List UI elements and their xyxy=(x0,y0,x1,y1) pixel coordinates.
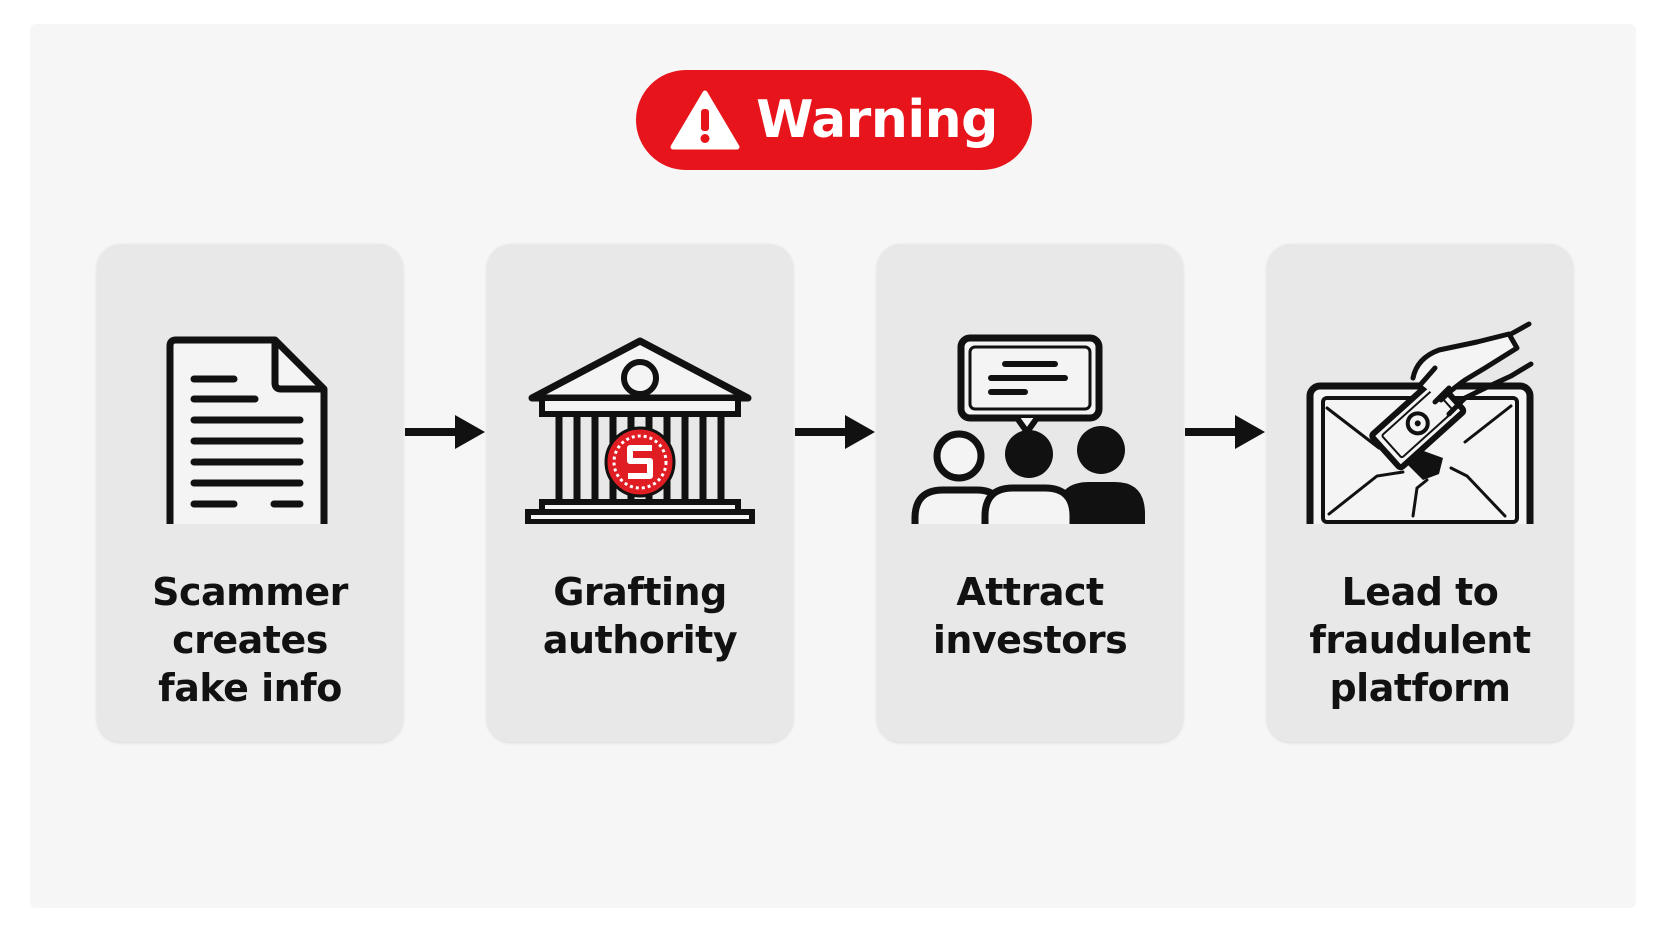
step-label-3: Attract investors xyxy=(932,570,1128,662)
step-card-1: Scammer creates fake info xyxy=(97,244,403,742)
step-card-4: Lead to fraudulent platform xyxy=(1267,244,1573,742)
step-card-3: Attract investors xyxy=(877,244,1183,742)
right-arrow-icon xyxy=(1185,415,1265,449)
step-card-2: Grafting authority xyxy=(487,244,793,742)
warning-triangle-icon xyxy=(670,90,740,150)
hand-cash-monitor-icon xyxy=(1306,321,1534,524)
step-label-4: Lead to fraudulent platform xyxy=(1309,570,1531,710)
people-speech-bubble-icon xyxy=(911,334,1145,524)
right-arrow-icon xyxy=(405,415,485,449)
document-icon xyxy=(166,336,328,524)
step-label-2: Grafting authority xyxy=(542,570,738,662)
warning-badge: Warning xyxy=(636,70,1032,170)
warning-title: Warning xyxy=(756,90,998,150)
step-label-1: Scammer creates fake info xyxy=(152,570,348,710)
right-arrow-icon xyxy=(795,415,875,449)
bank-building-with-seal-icon xyxy=(525,337,755,524)
